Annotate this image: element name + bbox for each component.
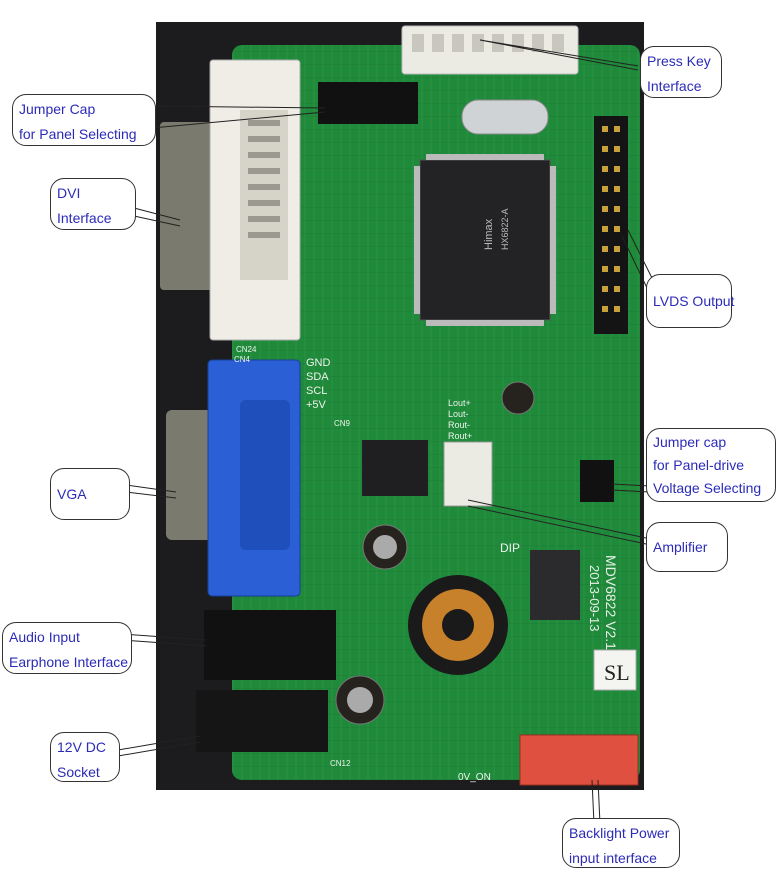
callout-jumper-voltage-line2: for Panel-drive [653, 457, 745, 473]
callout-press-key-line1: Press Key [647, 53, 711, 69]
callout-amplifier-line1: Amplifier [653, 539, 708, 555]
audio-pin-rout-minus: Rout- [448, 420, 470, 430]
callout-backlight-line1: Backlight Power [569, 825, 670, 841]
panel-jumper-header [318, 82, 418, 124]
pin-label-5v: +5V [306, 399, 327, 411]
pin-label-sda: SDA [306, 371, 329, 383]
audio-jack [204, 610, 336, 680]
pin-label-scl: SCL [306, 385, 327, 397]
callout-audio-line2: Earphone Interface [9, 654, 129, 670]
audio-pin-lout-plus: Lout+ [448, 398, 471, 408]
chip-model-text: HX6822-A [500, 208, 510, 250]
audio-pin-lout-minus: Lout- [448, 409, 469, 419]
callout-jumper-voltage: Jumper cap for Panel-drive Voltage Selec… [646, 428, 776, 502]
sl-text: SL [604, 660, 630, 685]
audio-pin-rout-plus: Rout+ [448, 431, 472, 441]
dvi-metal-shell [160, 122, 218, 290]
callout-pointers [117, 39, 655, 825]
ov-on-text: 0V_ON [458, 772, 491, 783]
callout-dc-line1: 12V DC [57, 739, 107, 755]
callout-backlight-line2: input interface [569, 850, 657, 866]
callout-backlight: Backlight Power input interface [562, 818, 680, 868]
callout-jumper-panel-line1: Jumper Cap [19, 101, 96, 117]
dip-text: DIP [500, 541, 520, 555]
callout-jumper-panel: Jumper Cap for Panel Selecting [12, 94, 156, 146]
callout-press-key-line2: Interface [647, 78, 702, 94]
voltage-jumper [580, 460, 614, 502]
capacitor [501, 381, 535, 415]
cn9-text: CN9 [334, 419, 351, 428]
callout-amplifier: Amplifier [646, 522, 728, 572]
callout-dvi-line2: Interface [57, 210, 112, 226]
cn24-text: CN24 [236, 345, 257, 354]
regulator [530, 550, 580, 620]
callout-dvi-line1: DVI [57, 185, 81, 201]
callout-press-key: Press Key Interface [640, 46, 722, 98]
callout-lvds: LVDS Output [646, 274, 735, 328]
board-date-text: 2013-09-13 [587, 565, 602, 632]
sl-sticker [593, 649, 637, 691]
amplifier-chip [362, 440, 428, 496]
callout-dc-line2: Socket [57, 764, 100, 780]
callout-jumper-voltage-line1: Jumper cap [653, 434, 727, 450]
backlight-connector [519, 734, 639, 786]
board-model-text: MDV6822 V2.1 [603, 555, 619, 650]
key-connector [401, 25, 579, 75]
vga-metal-shell [166, 410, 218, 540]
amplifier-connector [443, 441, 493, 507]
cn12-text: CN12 [330, 759, 351, 768]
callout-jumper-panel-line2: for Panel Selecting [19, 126, 137, 142]
crystal [461, 99, 549, 135]
cn4-text: CN4 [234, 355, 251, 364]
callout-lvds-line1: LVDS Output [653, 293, 735, 309]
callout-dvi: DVI Interface [50, 178, 136, 230]
callout-vga-line1: VGA [57, 486, 87, 502]
lvds-header [594, 116, 628, 334]
callout-jumper-voltage-line3: Voltage Selecting [653, 480, 762, 496]
chip-brand-text: Himax [483, 218, 495, 250]
dc-socket [196, 690, 328, 752]
callout-vga: VGA [50, 468, 130, 520]
callout-audio-line1: Audio Input [9, 629, 80, 645]
callout-dc: 12V DC Socket [50, 732, 120, 782]
pin-label-gnd: GND [306, 357, 331, 369]
callout-audio: Audio Input Earphone Interface [2, 622, 132, 674]
